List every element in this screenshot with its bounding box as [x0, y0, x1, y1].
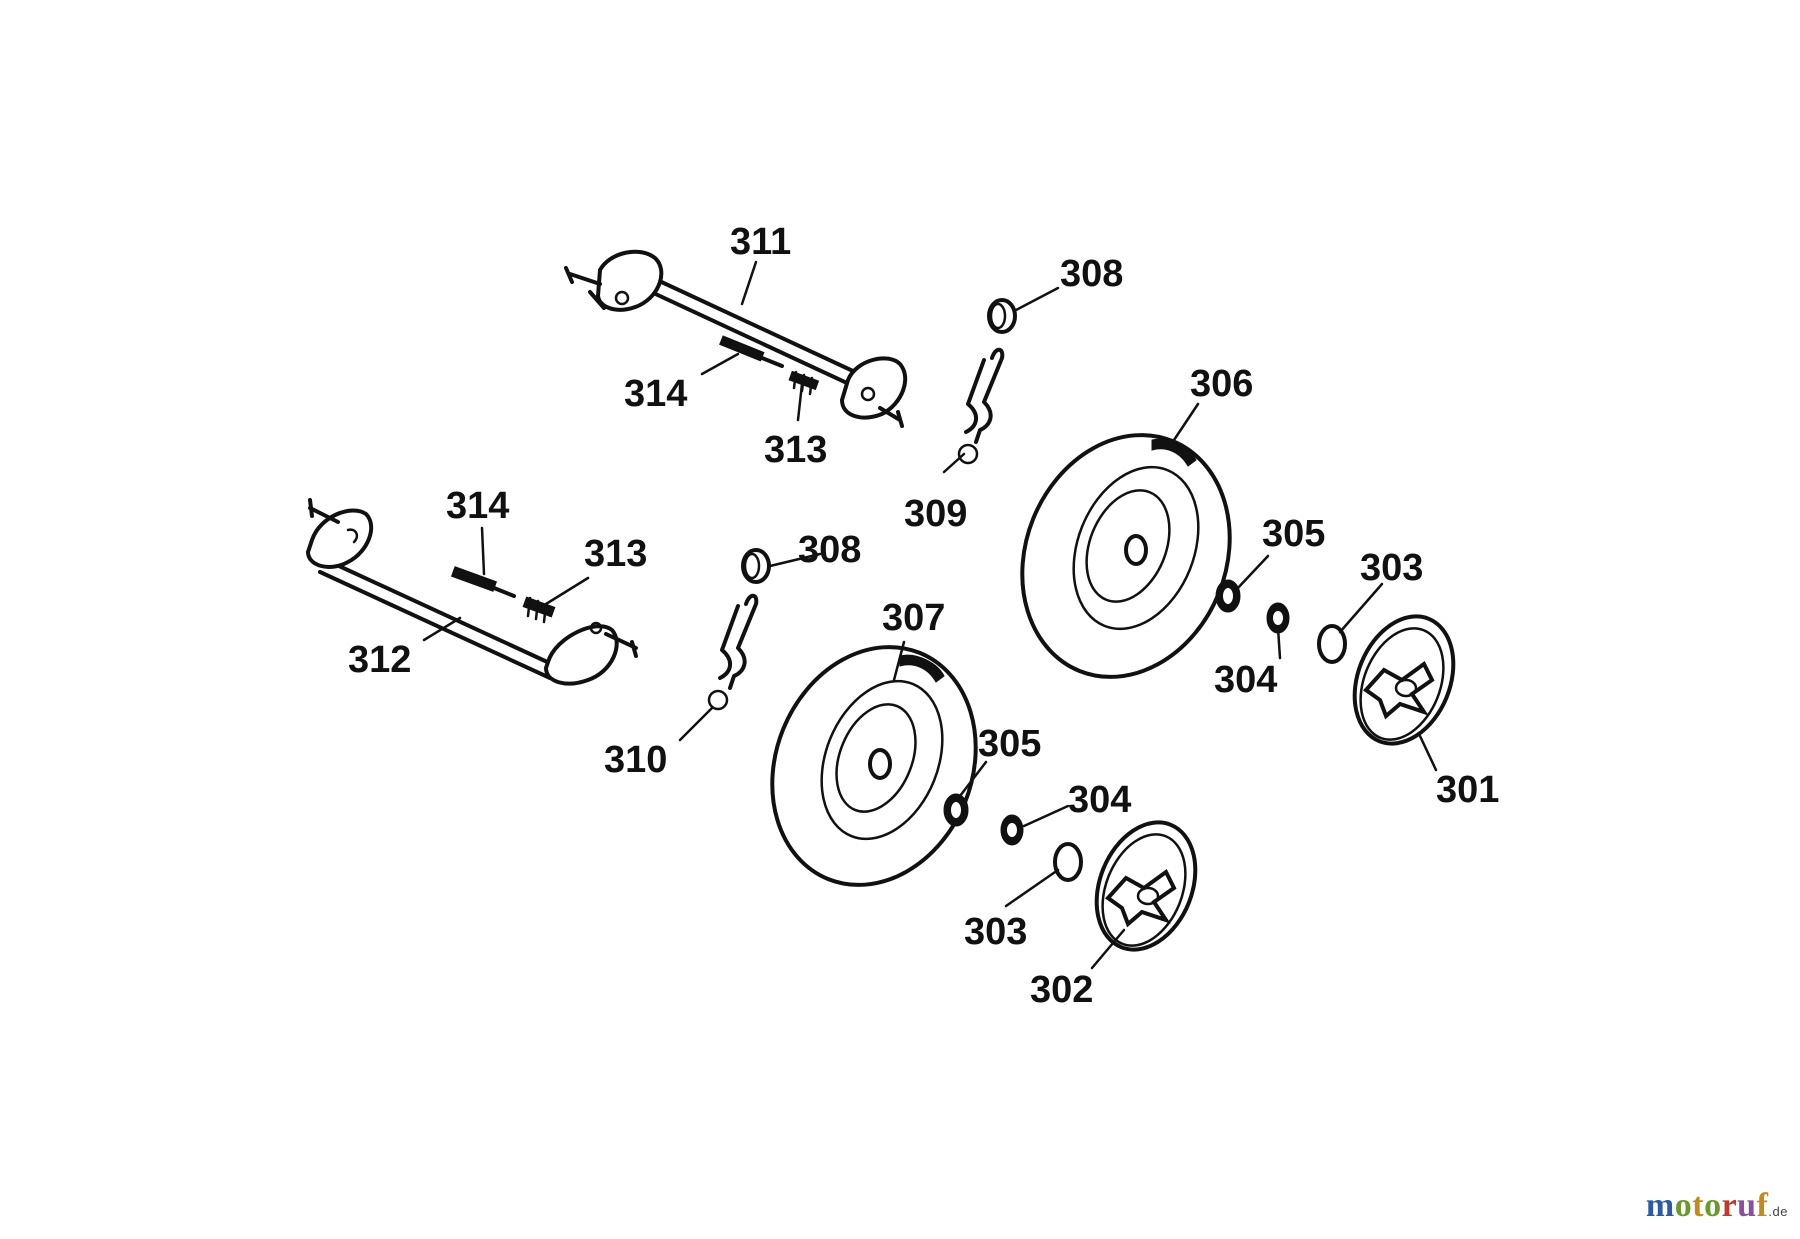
watermark-tld: .de	[1768, 1204, 1788, 1219]
leader-307	[892, 640, 906, 682]
motoruf-watermark: motoruf.de	[1646, 1187, 1788, 1225]
ring-303-lower	[1053, 842, 1083, 882]
part-label-304-lower: 304	[1068, 779, 1131, 821]
part-label-314-lower: 314	[446, 485, 509, 527]
leader-304-upper	[1276, 626, 1282, 660]
part-label-313-upper: 313	[764, 429, 827, 471]
clip-310	[707, 593, 759, 711]
leader-301	[1418, 734, 1438, 772]
watermark-letter: u	[1737, 1187, 1757, 1224]
part-label-310: 310	[604, 739, 667, 781]
part-label-304-upper: 304	[1214, 659, 1277, 701]
watermark-letter: m	[1645, 1187, 1675, 1224]
part-label-314-upper: 314	[624, 373, 687, 415]
pin-313-lower	[522, 596, 556, 624]
leader-305-upper	[1234, 554, 1270, 592]
part-label-313-lower: 313	[584, 533, 647, 575]
leader-lines	[422, 260, 1438, 970]
watermark-letter: f	[1756, 1187, 1769, 1224]
leader-303-lower	[1004, 868, 1060, 908]
watermark-letter: o	[1704, 1187, 1722, 1224]
pin-314-upper	[719, 335, 784, 368]
part-label-306: 306	[1190, 363, 1253, 405]
bearing-305-lower	[943, 793, 969, 827]
leader-303-upper	[1338, 582, 1384, 634]
leader-306	[1168, 402, 1200, 448]
hubcap-301	[1352, 614, 1456, 746]
leader-305-lower	[958, 760, 988, 798]
leader-314-lower	[480, 526, 486, 576]
part-labels: 311 314 313 314 313 312 308 309 308 310 …	[348, 221, 1499, 1011]
bushing-308-lower	[741, 548, 771, 584]
clip-309	[957, 347, 1005, 465]
part-label-311: 311	[730, 221, 791, 263]
leader-308-lower	[768, 552, 822, 568]
leader-311	[740, 260, 758, 306]
wheel-307	[770, 645, 978, 887]
part-label-309: 309	[904, 493, 967, 535]
ring-303-upper	[1317, 624, 1347, 664]
part-label-303-upper: 303	[1360, 547, 1423, 589]
part-label-305-upper: 305	[1262, 513, 1325, 555]
hubcap-302	[1094, 820, 1198, 952]
watermark-letter: t	[1692, 1187, 1705, 1224]
leader-313-upper	[796, 382, 804, 422]
leader-313-lower	[544, 576, 590, 606]
part-label-312: 312	[348, 639, 411, 681]
part-label-308-upper: 308	[1060, 253, 1123, 295]
axle-312	[305, 498, 638, 686]
washer-304-lower	[1000, 814, 1024, 846]
leader-310	[678, 706, 714, 742]
axle-311	[564, 249, 908, 428]
pin-314-lower	[450, 566, 516, 598]
watermark-letter: r	[1721, 1187, 1738, 1224]
part-label-308-lower: 308	[798, 529, 861, 571]
leader-309	[942, 452, 966, 474]
part-label-305-lower: 305	[978, 723, 1041, 765]
part-label-301: 301	[1436, 769, 1499, 811]
pin-313-upper	[788, 370, 820, 396]
leader-304-lower	[1022, 804, 1070, 828]
leader-308-upper	[1014, 286, 1060, 312]
bearing-305-upper	[1215, 579, 1241, 613]
washer-304-upper	[1266, 602, 1290, 634]
bushing-308-upper	[987, 298, 1017, 334]
watermark-letter: o	[1674, 1187, 1693, 1224]
leader-314-upper	[700, 352, 740, 376]
leader-312	[422, 616, 462, 642]
part-label-307: 307	[882, 597, 945, 639]
part-label-303-lower: 303	[964, 911, 1027, 953]
part-label-302: 302	[1030, 969, 1093, 1011]
wheel-306	[1020, 433, 1232, 679]
leader-302	[1090, 928, 1126, 970]
